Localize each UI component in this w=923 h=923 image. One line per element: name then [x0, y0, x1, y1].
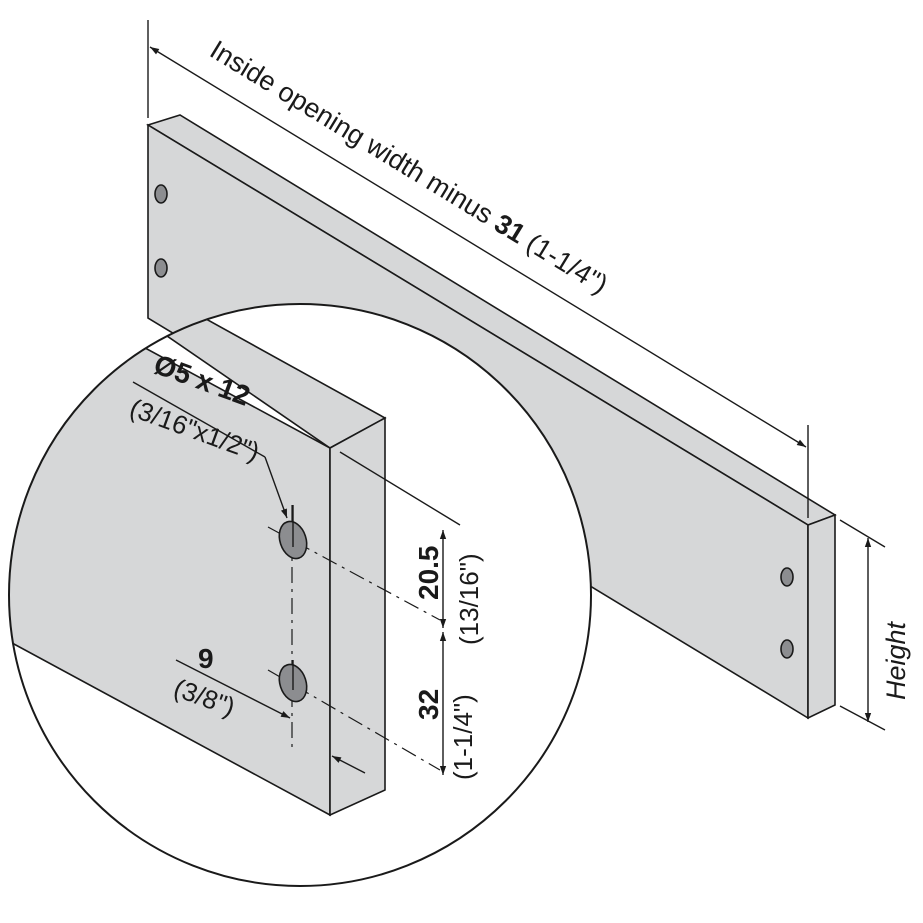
top-offset-imperial-label: (13/16"): [454, 553, 484, 645]
hole-icon: [154, 184, 168, 204]
hole-icon: [780, 639, 794, 659]
height-label: Height: [881, 620, 911, 700]
edge-offset-label: 9: [198, 643, 214, 674]
board-end-face: [807, 513, 836, 720]
detail-end-face: [329, 416, 386, 817]
hole-icon: [154, 258, 168, 278]
top-offset-label: 20.5: [413, 546, 444, 601]
hole-icon: [780, 567, 794, 587]
height-dimension: Height: [839, 519, 911, 731]
hole-spacing-imperial-label: (1-1/4"): [448, 694, 478, 780]
hole-spacing-label: 32: [413, 689, 444, 720]
